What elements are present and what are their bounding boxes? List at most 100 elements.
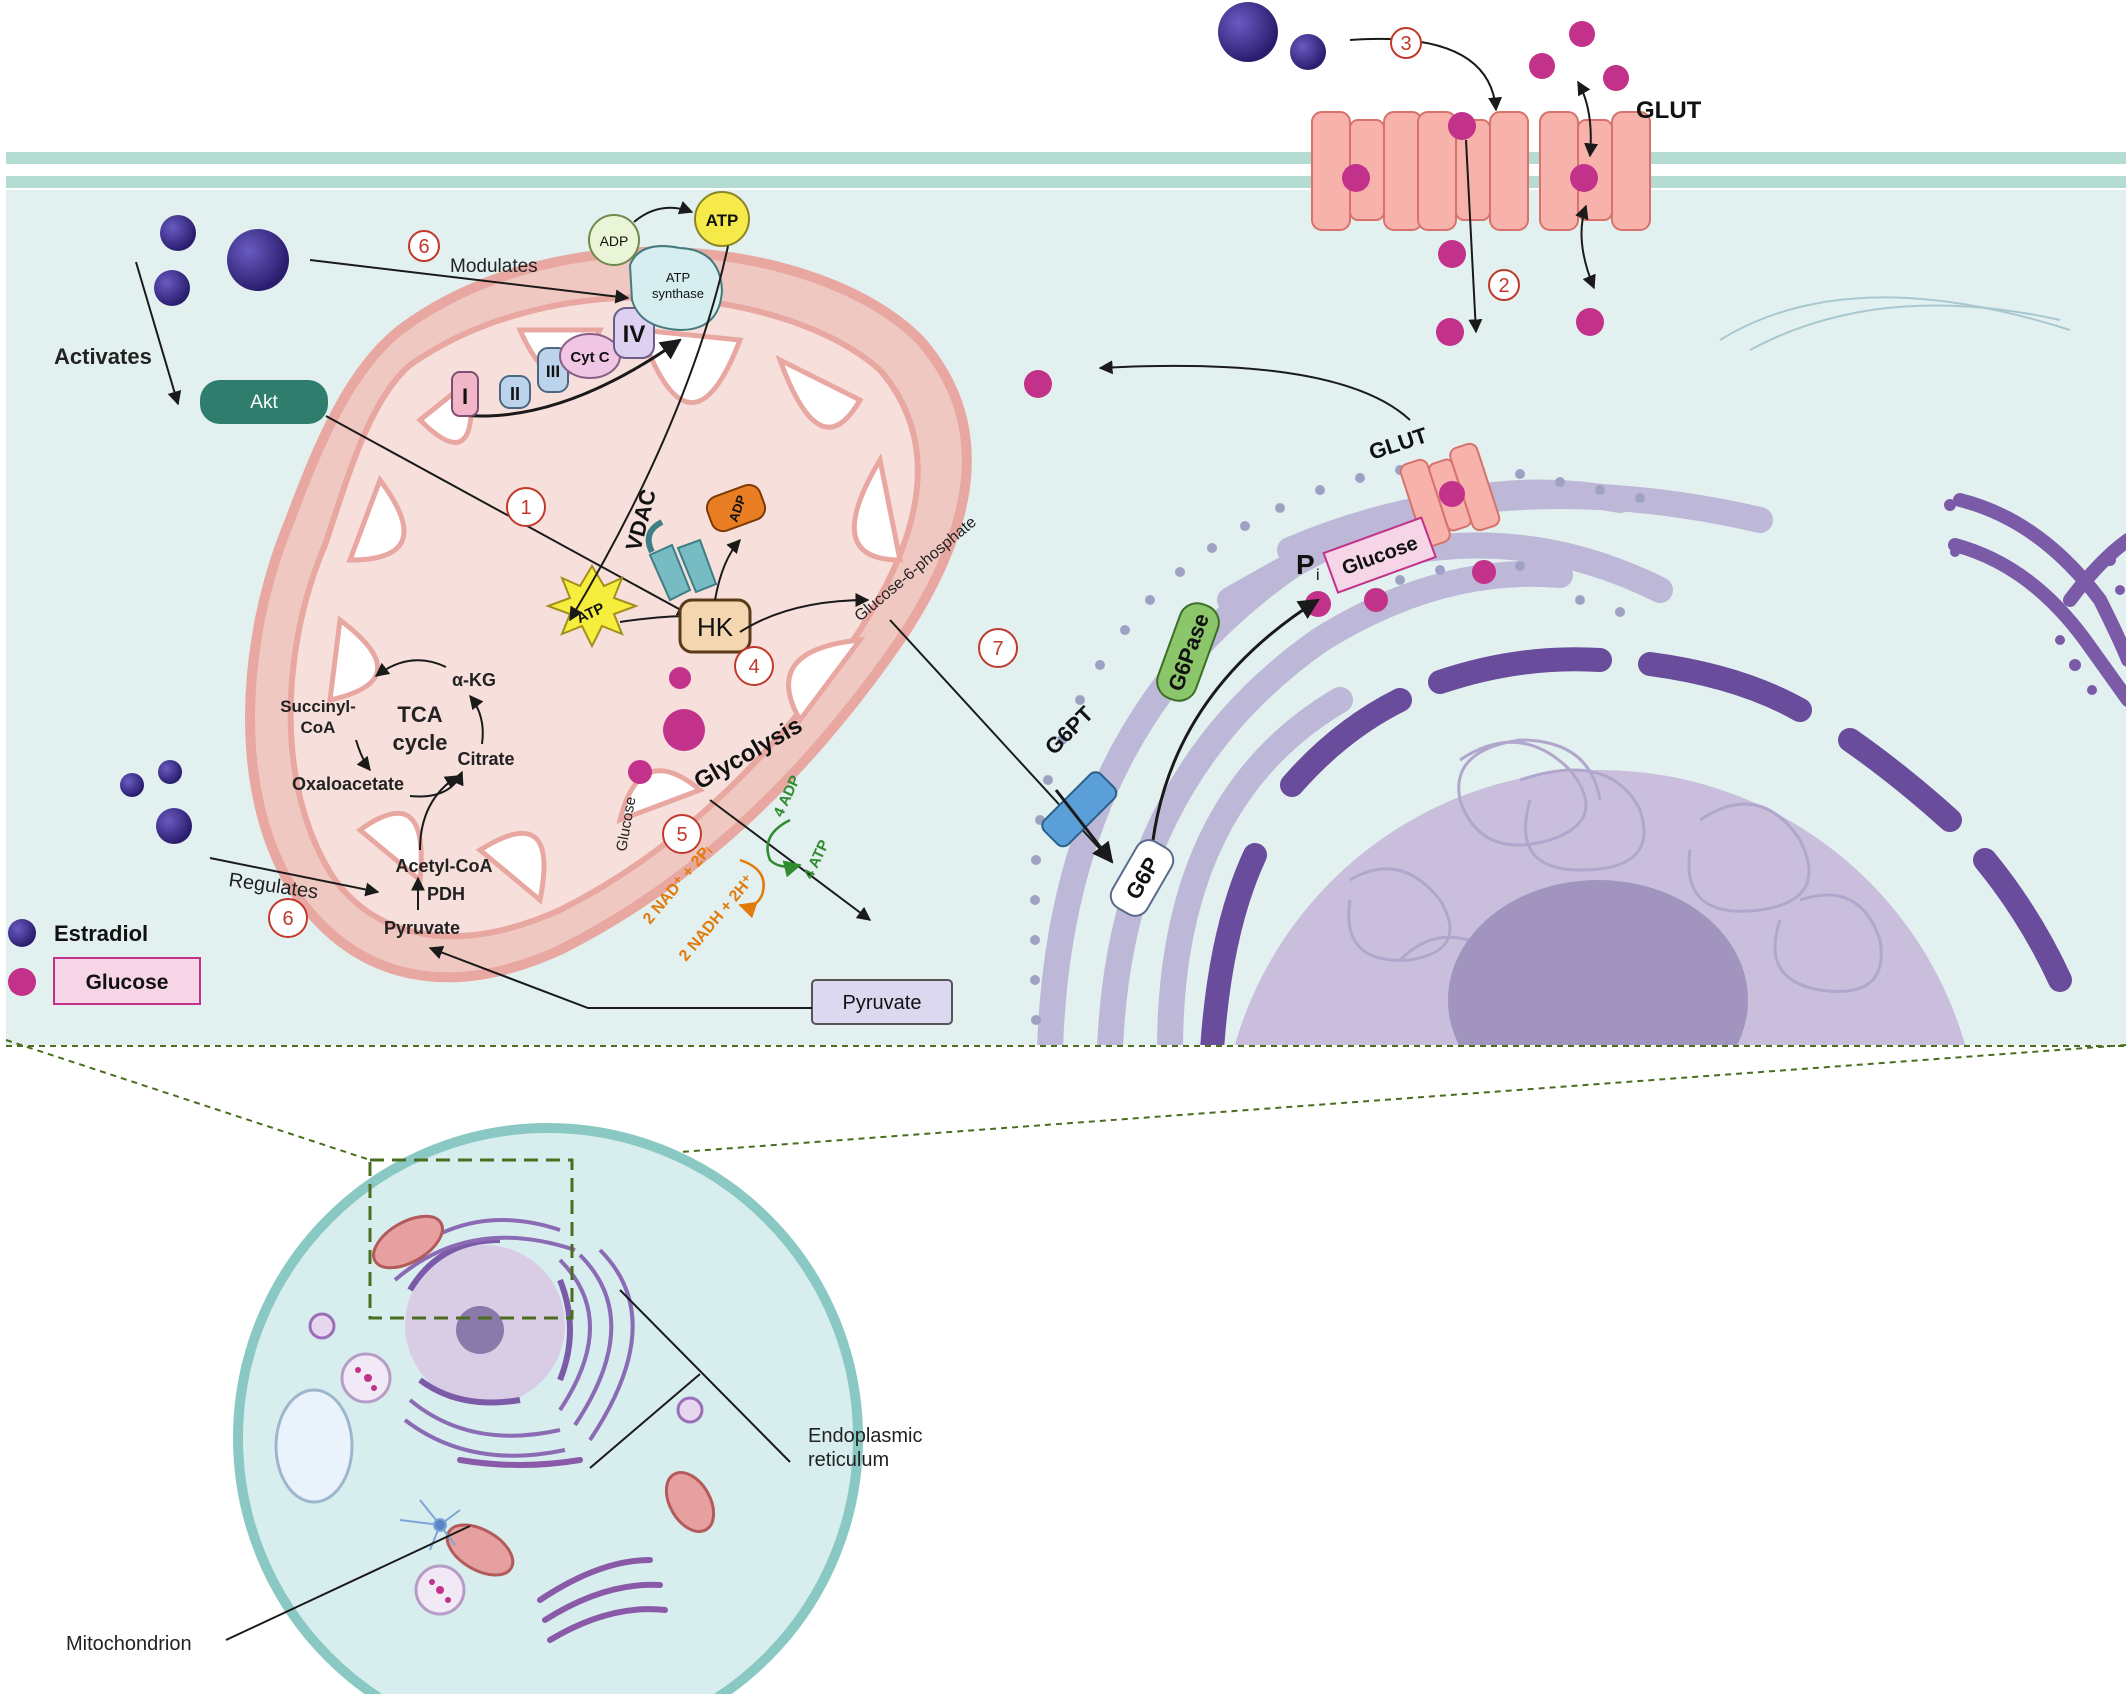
vdac-channel xyxy=(645,519,718,602)
svg-text:4: 4 xyxy=(748,656,759,678)
akt-label: Akt xyxy=(250,392,278,413)
mito-pointer-line xyxy=(225,1525,471,1641)
adp-to-atp-arrow xyxy=(633,201,694,223)
legend-glucose-label: Glucose xyxy=(86,971,169,994)
hk-label: HK xyxy=(697,612,734,642)
atp-synthase-to-atp-line xyxy=(569,245,729,622)
estradiol-cluster-left xyxy=(120,760,192,844)
complex-iii-label: III xyxy=(546,362,560,381)
succinyl-label-2: CoA xyxy=(301,718,336,737)
cyt-c-label: Cyt C xyxy=(570,349,609,366)
svg-text:5: 5 xyxy=(676,824,687,846)
overview-centrosome xyxy=(399,1499,461,1551)
hk-enzyme: HK xyxy=(678,598,752,654)
cyt-c: Cyt C xyxy=(559,333,621,379)
step-7: 7 xyxy=(978,628,1018,668)
svg-text:6: 6 xyxy=(282,908,293,930)
nad-curve xyxy=(738,858,765,919)
pi-sub-label: i xyxy=(1316,567,1320,584)
legend-glucose-icon xyxy=(8,968,36,996)
tca-label-2: cycle xyxy=(392,730,447,755)
glucose-molecule-tiny xyxy=(628,760,652,784)
glucose-er-1 xyxy=(1305,591,1331,617)
chromatin xyxy=(1347,738,1883,1022)
glucose-er-3 xyxy=(1472,560,1496,584)
succinyl-label-1: Succinyl- xyxy=(280,697,356,716)
oxaloacetate-label: Oxaloacetate xyxy=(292,774,404,794)
g6p-box: G6P xyxy=(1109,839,1175,917)
estradiol-cluster-extracellular xyxy=(1218,2,1326,70)
atp-synthase-label-1: ATP xyxy=(666,270,690,285)
glucose-molecules-top xyxy=(1024,21,1629,398)
complex-ii-label: II xyxy=(510,384,520,404)
glut-transporter-2 xyxy=(1417,111,1529,231)
modulates-label: Modulates xyxy=(450,256,538,277)
step-2: 2 xyxy=(1488,269,1520,301)
adp-atp-curve xyxy=(766,818,802,878)
activates-arrow xyxy=(135,261,182,406)
glucose-molecule-small xyxy=(669,667,691,689)
complex-iv: IV xyxy=(613,307,655,359)
adp-mid: ADP xyxy=(705,483,767,533)
pi-label: P xyxy=(1296,549,1315,580)
atp-synthase: ATP synthase xyxy=(628,245,724,332)
tca-arrow-citrate-akg xyxy=(469,694,484,745)
er-pointer-line-2 xyxy=(589,1373,701,1469)
zoom-box xyxy=(368,1158,574,1320)
hk-to-g6p-arrow xyxy=(739,593,870,633)
mitochondrion-label: Mitochondrion xyxy=(66,1633,192,1655)
overview-vesicles xyxy=(308,1312,704,1616)
cytoskeleton-filaments xyxy=(1719,296,2071,351)
pyruvate-mito-label: Pyruvate xyxy=(384,918,460,938)
atp-star xyxy=(545,564,639,649)
legend-estradiol-icon xyxy=(8,919,36,947)
overview-mitochondria xyxy=(372,1214,716,1577)
etc-arrow xyxy=(459,338,682,418)
step-4: 4 xyxy=(734,646,774,686)
adp-top-label: ADP xyxy=(600,233,629,249)
g6p-to-glucose-arrow xyxy=(1148,598,1320,871)
akt-box: Akt xyxy=(200,380,328,424)
pyruvate-box: Pyruvate xyxy=(811,979,953,1025)
pyruvate-box-label: Pyruvate xyxy=(843,992,922,1014)
step-5: 5 xyxy=(662,814,702,854)
tca-label-1: TCA xyxy=(397,702,442,727)
nucleolus xyxy=(1448,880,1748,1045)
step-6-bottom: 6 xyxy=(268,898,308,938)
glut-transporter-1 xyxy=(1311,111,1423,231)
activates-label: Activates xyxy=(54,344,152,369)
overview-nucleolus xyxy=(456,1306,504,1354)
zoom-lines xyxy=(5,1039,2127,1161)
cell-membrane-outer xyxy=(6,152,2126,164)
g6pt-arrow xyxy=(1054,789,1114,864)
glucose-er-2 xyxy=(1364,588,1388,612)
glucose-in-er-glut xyxy=(1439,481,1465,507)
step-1: 1 xyxy=(506,487,546,527)
atp-top-label: ATP xyxy=(706,211,739,230)
akg-label: α-KG xyxy=(452,670,496,690)
svg-text:1: 1 xyxy=(520,497,531,519)
acetyl-to-citrate-arrow xyxy=(419,775,460,851)
legend: Estradiol Glucose xyxy=(8,919,201,1005)
overview-golgi xyxy=(457,1457,668,1643)
svg-text:7: 7 xyxy=(992,638,1003,660)
endoplasmic-label-2: reticulum xyxy=(808,1449,889,1471)
atp-top: ATP xyxy=(694,191,750,247)
step3-arrow xyxy=(1349,37,1503,112)
adp-top: ADP xyxy=(588,214,640,266)
nuclear-envelope xyxy=(1200,647,2072,1045)
tca-arrow-succinyl-oxa xyxy=(355,739,371,772)
glut3-bidirectional-arrow-bottom xyxy=(1575,204,1596,290)
step-3: 3 xyxy=(1390,27,1422,59)
er-pointer-line xyxy=(619,1289,791,1463)
svg-text:6: 6 xyxy=(418,236,429,258)
golgi-vesicles xyxy=(1944,499,2125,695)
complex-iv-label: IV xyxy=(623,321,646,348)
step2-arrow xyxy=(1465,139,1483,334)
estradiol-cluster-top xyxy=(154,215,289,306)
atp-synthase-label-2: synthase xyxy=(652,286,704,301)
g6pt-transporter xyxy=(1041,771,1118,848)
complex-i-label: I xyxy=(462,384,468,409)
complex-i: I xyxy=(451,371,479,417)
